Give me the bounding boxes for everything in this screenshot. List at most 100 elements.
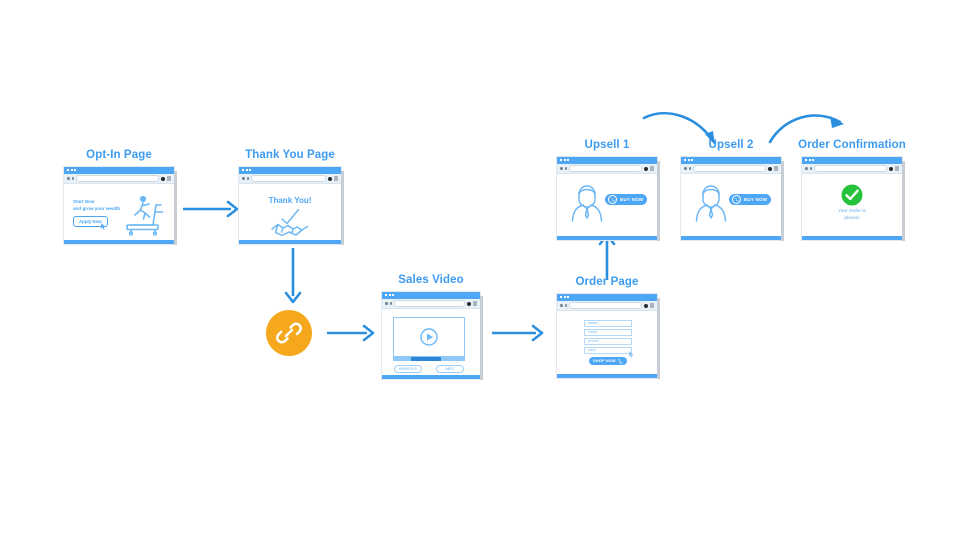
node-title-upsell2: Upsell 2 [708,139,754,151]
window-body-thankyou: Thank You! [239,184,341,240]
optin-headline-line1: Start Now [73,199,95,204]
window-titlebar [64,167,174,174]
profile-icon[interactable] [889,166,893,171]
treadmill-runner-icon [126,195,164,236]
window-body-optin: Start Now and grow your wealth Apply Now [64,184,174,240]
profile-icon[interactable] [328,176,332,181]
menu-icon[interactable] [774,166,778,171]
back-icon[interactable] [684,167,687,170]
address-bar[interactable] [569,165,642,172]
window-footer [239,240,341,244]
cart-icon [732,195,741,204]
window-footer [557,374,657,378]
window-titlebar [557,294,657,301]
node-link-connector[interactable] [266,310,312,356]
window-body-salesvideo: PREVIOUS NEXT [382,309,480,375]
profile-icon[interactable] [768,166,772,171]
menu-icon[interactable] [167,176,171,181]
video-progress-bar[interactable] [393,357,465,361]
window-toolbar [557,301,657,311]
window-body-orderpage: name email phone card SHOP NOW [557,311,657,374]
buy-now-button[interactable]: BUY NOW [729,194,771,205]
back-icon[interactable] [242,177,245,180]
node-optin-page[interactable]: Opt-In Page Start Now and grow your weal… [63,149,177,245]
browser-window-upsell1: BUY NOW [556,156,660,241]
window-toolbar [681,164,781,174]
order-field-phone[interactable]: phone [584,338,632,345]
back-icon[interactable] [67,177,70,180]
menu-icon[interactable] [650,303,654,308]
person-avatar-icon [571,185,603,222]
green-check-circle-icon [841,184,863,206]
node-title-optin: Opt-In Page [86,149,152,161]
profile-icon[interactable] [644,166,648,171]
address-bar[interactable] [394,300,465,307]
order-field-email[interactable]: email [584,329,632,336]
order-field-name[interactable]: name [584,320,632,327]
browser-window-thankyou: Thank You! [238,166,344,245]
address-bar[interactable] [569,302,642,309]
back-icon[interactable] [805,167,808,170]
browser-window-salesvideo: PREVIOUS NEXT [381,291,483,380]
window-footer [64,240,174,244]
window-footer [802,236,902,240]
address-bar[interactable] [693,165,766,172]
back-icon[interactable] [385,302,388,305]
forward-icon[interactable] [688,167,691,170]
node-thank-you-page[interactable]: Thank You Page Thank You! [238,149,344,245]
play-button-icon[interactable] [420,328,438,346]
browser-window-optin: Start Now and grow your wealth Apply Now [63,166,177,245]
node-title-salesvideo: Sales Video [398,274,464,286]
menu-icon[interactable] [473,301,477,306]
apply-now-button[interactable]: Apply Now [73,216,108,227]
forward-icon[interactable] [389,302,392,305]
window-dots-icon [67,169,76,171]
forward-icon[interactable] [564,304,567,307]
shop-now-label: SHOP NOW [593,359,616,363]
confirmation-message: Your Order is placed! [838,208,866,221]
connector-link-to-salesvideo [327,324,375,342]
menu-icon[interactable] [895,166,899,171]
menu-icon[interactable] [334,176,338,181]
optin-headline: Start Now and grow your wealth [73,198,120,212]
connector-optin-to-thankyou [183,200,239,218]
address-bar[interactable] [76,175,159,182]
buy-now-label: BUY NOW [620,197,644,202]
chain-link-icon [276,322,302,344]
optin-headline-line2: and grow your wealth [73,206,121,212]
menu-icon[interactable] [650,166,654,171]
back-icon[interactable] [560,304,563,307]
order-field-card[interactable]: card [584,347,632,354]
browser-window-upsell2: BUY NOW [680,156,784,241]
order-form: name email phone card [584,320,632,356]
profile-icon[interactable] [161,176,165,181]
forward-icon[interactable] [564,167,567,170]
node-upsell-2[interactable]: Upsell 2 [680,139,784,241]
handshake-check-icon [271,208,309,237]
thank-you-message: Thank You! [268,196,312,205]
shop-now-button[interactable]: SHOP NOW [589,357,627,365]
profile-icon[interactable] [644,303,648,308]
buy-now-button[interactable]: BUY NOW [605,194,647,205]
window-toolbar [802,164,902,174]
window-footer [557,236,657,240]
video-previous-button[interactable]: PREVIOUS [394,365,422,373]
node-upsell-1[interactable]: Upsell 1 [556,139,660,241]
address-bar[interactable] [251,175,326,182]
forward-icon[interactable] [246,177,249,180]
profile-icon[interactable] [467,301,471,306]
window-dots-icon [242,169,251,171]
forward-icon[interactable] [809,167,812,170]
node-order-page[interactable]: Order Page name email phone card [556,276,660,379]
video-next-button[interactable]: NEXT [436,365,464,373]
window-titlebar [802,157,902,164]
node-sales-video[interactable]: Sales Video PREVIOUS [381,274,483,380]
node-order-confirmation[interactable]: Order Confirmation Your Order is plac [798,139,906,241]
connector-thankyou-to-link [284,248,302,304]
video-frame[interactable] [393,317,465,357]
window-body-upsell2: BUY NOW [681,174,781,236]
forward-icon[interactable] [71,177,74,180]
window-titlebar [239,167,341,174]
address-bar[interactable] [814,165,887,172]
back-icon[interactable] [560,167,563,170]
